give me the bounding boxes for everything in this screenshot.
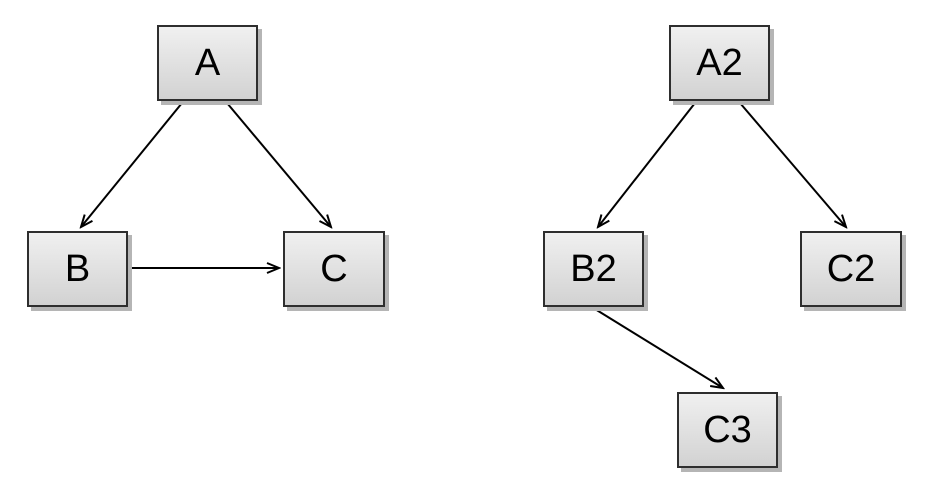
node-C2[interactable]: C2 [800,231,902,307]
node-label: C2 [826,248,876,290]
edge-B2-C3[interactable] [594,308,723,388]
node-label: A2 [696,42,743,84]
edge-A2-C2[interactable] [739,102,846,227]
node-A2[interactable]: A2 [669,25,770,101]
node-C3[interactable]: C3 [677,392,778,468]
node-label: C [320,248,348,290]
node-B[interactable]: B [27,231,128,307]
edge-A-B[interactable] [81,102,183,227]
node-B2[interactable]: B2 [543,231,644,307]
node-label: B [64,248,91,290]
edge-A2-B2[interactable] [598,102,696,227]
edge-A-C[interactable] [226,102,331,227]
node-label: B2 [570,248,617,290]
node-label: C3 [703,409,752,451]
node-A[interactable]: A [157,25,258,101]
node-C[interactable]: C [283,231,385,307]
node-label: A [194,42,221,84]
